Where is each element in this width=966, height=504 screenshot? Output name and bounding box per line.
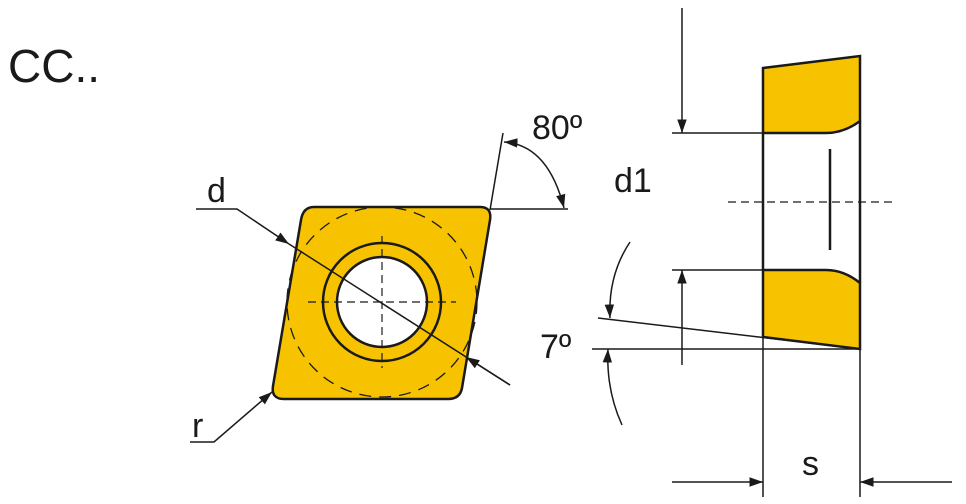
section-lower (761, 268, 862, 351)
dimension-80-degree: 80º (489, 109, 582, 211)
dimension-d: d (196, 172, 511, 386)
extension-line-80b (489, 132, 504, 211)
label-d: d (207, 172, 226, 210)
angle-arc-7-upper (604, 241, 631, 319)
leader-r (190, 391, 273, 443)
dimension-s: s (672, 337, 952, 497)
leader-d (196, 208, 290, 245)
angle-arc-80 (503, 138, 566, 209)
inscribed-circle (286, 206, 478, 398)
label-7-degree: 7º (540, 328, 571, 366)
label-d1: d1 (614, 162, 652, 200)
extension-line-7a (597, 317, 861, 350)
label-s: s (802, 445, 819, 483)
label-r: r (192, 407, 203, 445)
dimension-7-degree: 7º (540, 241, 861, 426)
dimension-d1: d1 (614, 8, 763, 365)
dimension-r: r (190, 391, 273, 445)
label-80-degree: 80º (532, 109, 582, 147)
page-title: CC.. (8, 40, 100, 92)
arrow-d-end (465, 356, 511, 386)
insert-side-view (728, 54, 892, 351)
section-upper (761, 54, 862, 135)
angle-arc-7-lower (602, 348, 623, 426)
